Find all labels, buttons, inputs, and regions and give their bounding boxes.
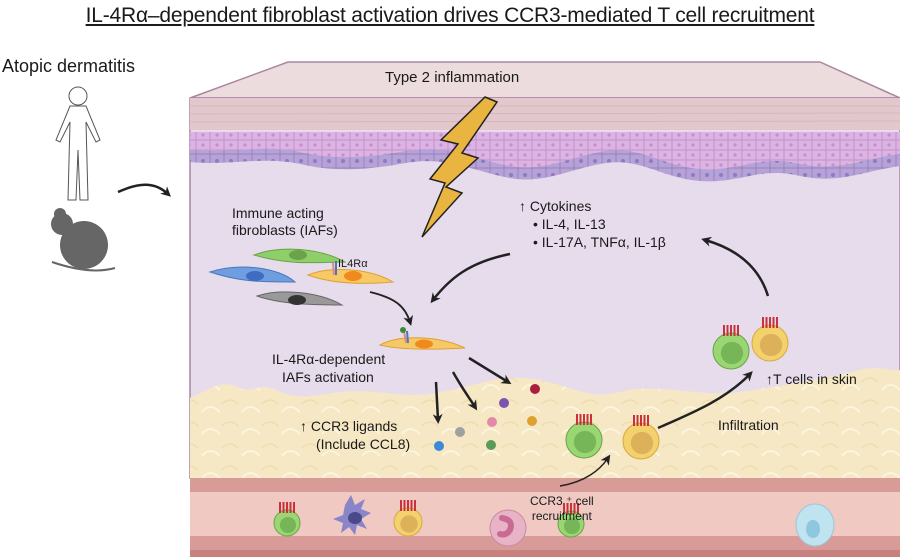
ccr3-receptor <box>577 503 579 514</box>
t-cell-green <box>273 502 301 537</box>
arrow-infiltration <box>657 371 753 430</box>
arrow-ligand-2 <box>451 371 478 411</box>
t-cell-yellow <box>622 415 660 460</box>
ccr3-receptor <box>590 414 592 425</box>
ccr3-receptor <box>633 415 635 426</box>
ccr3-receptor <box>765 317 768 328</box>
ccr3-receptor <box>730 325 732 336</box>
ccr3-receptor <box>566 503 569 514</box>
ccr3-receptor <box>400 500 402 511</box>
cytokines-heading: ↑ Cytokines <box>519 198 592 214</box>
activation-label-line1: IL-4Rα-dependent <box>272 351 386 367</box>
arrow-to-skin <box>117 183 171 197</box>
dendritic-cell <box>333 495 371 535</box>
ccr3-receptor <box>576 414 578 425</box>
fibroblast-blue <box>208 266 297 283</box>
ccr3-receptor <box>407 500 409 511</box>
corneum-lines <box>189 105 900 123</box>
ccr3-receptor <box>289 502 292 513</box>
ccr3-receptor <box>563 503 565 514</box>
neutrophil <box>489 509 527 547</box>
iafs-label-line2: fibroblasts (IAFs) <box>232 222 338 238</box>
ccr3-receptor <box>762 317 764 328</box>
human-figure-icon <box>55 86 101 201</box>
infiltration-label: Infiltration <box>718 417 779 433</box>
ccr3-receptor <box>570 503 572 514</box>
skin-top-face <box>189 61 900 99</box>
t-cell-green <box>565 414 603 459</box>
arrow-ligand-3 <box>468 356 512 385</box>
fibroblast-gray <box>255 291 344 306</box>
ccr3-receptor <box>726 325 729 336</box>
t-cells-in-skin-label: ↑T cells in skin <box>766 371 857 387</box>
iafs-label-line1: Immune acting <box>232 205 324 221</box>
ccr3-receptor <box>410 500 413 511</box>
vessel-edge <box>190 550 900 557</box>
ccr3-ligands-label-line2: (Include CCL8) <box>316 436 411 452</box>
arrow-ligand-1 <box>432 381 443 424</box>
recruitment-label: CCR3 ⁺ cell recruitment <box>530 494 594 524</box>
blood-vessel-lumen <box>190 492 900 536</box>
arrow-cytokines-to-fibroblast <box>430 252 511 304</box>
ccr3-receptor <box>583 414 585 425</box>
ccr3-receptor <box>286 502 288 513</box>
fibroblast-il4ra <box>306 261 395 284</box>
cytokine-item-2: • IL-17A, TNFα, IL-1β <box>533 234 666 250</box>
atopic-dermatitis-label: Atopic dermatitis <box>2 56 136 76</box>
fibroblast-activated <box>378 327 466 350</box>
vessel-wall-top <box>190 478 900 492</box>
ccr3-receptor <box>293 502 295 513</box>
ccr3-receptor <box>776 317 778 328</box>
ccr3-receptor <box>772 317 775 328</box>
epidermis-layer <box>190 132 900 176</box>
vessel-wall-bottom <box>190 536 900 550</box>
recruitment-label-line2: recruitment <box>531 509 592 523</box>
basal-layer <box>190 148 900 182</box>
ccr3-receptor <box>733 325 736 336</box>
arrow-tcells-to-cytokines <box>701 236 770 297</box>
il4ra-receptor-label: IL4Rα <box>338 258 368 270</box>
activation-label-line2: IAFs activation <box>282 369 374 385</box>
ccr3-receptor <box>573 503 576 514</box>
ccr3-receptor <box>769 317 771 328</box>
ccr3-receptor <box>403 500 406 511</box>
t-cell-yellow <box>751 317 789 362</box>
cytokine-item-1: • IL-4, IL-13 <box>533 216 606 232</box>
ccr3-receptor <box>579 414 582 425</box>
ccr3-ligands-label-line1: ↑ CCR3 ligands <box>300 418 398 434</box>
ccr3-receptor <box>414 500 416 511</box>
ccr3-receptor <box>643 415 646 426</box>
t-cell-green <box>712 325 750 370</box>
t-cell-green <box>557 503 585 538</box>
recruitment-label-line1: CCR3 ⁺ cell <box>530 494 594 508</box>
arrow-to-activated <box>369 291 413 326</box>
lightning-bolt-icon <box>421 96 499 238</box>
arrow-recruitment <box>559 454 611 487</box>
ccr3-receptor <box>647 415 649 426</box>
ccr3-receptor <box>737 325 739 336</box>
mouse-icon <box>51 208 116 272</box>
ccr3-receptor <box>723 325 725 336</box>
ccr3-receptor <box>279 502 281 513</box>
basophil-cell <box>795 503 835 547</box>
ccr3-receptor <box>282 502 285 513</box>
t-cell-yellow <box>393 500 423 537</box>
t-cells <box>273 317 789 538</box>
cytokines-box: ↑ Cytokines • IL-4, IL-13 • IL-17A, TNFα… <box>519 197 666 251</box>
ccr3-ligands <box>434 384 540 451</box>
ccr3-receptor <box>586 414 589 425</box>
fibroblast-green <box>252 248 347 264</box>
figure-title: IL-4Rα–dependent fibroblast activation d… <box>85 4 815 27</box>
type2-inflammation-label: Type 2 inflammation <box>385 69 520 86</box>
ccr3-receptor <box>640 415 642 426</box>
ccr3-receptor <box>636 415 639 426</box>
